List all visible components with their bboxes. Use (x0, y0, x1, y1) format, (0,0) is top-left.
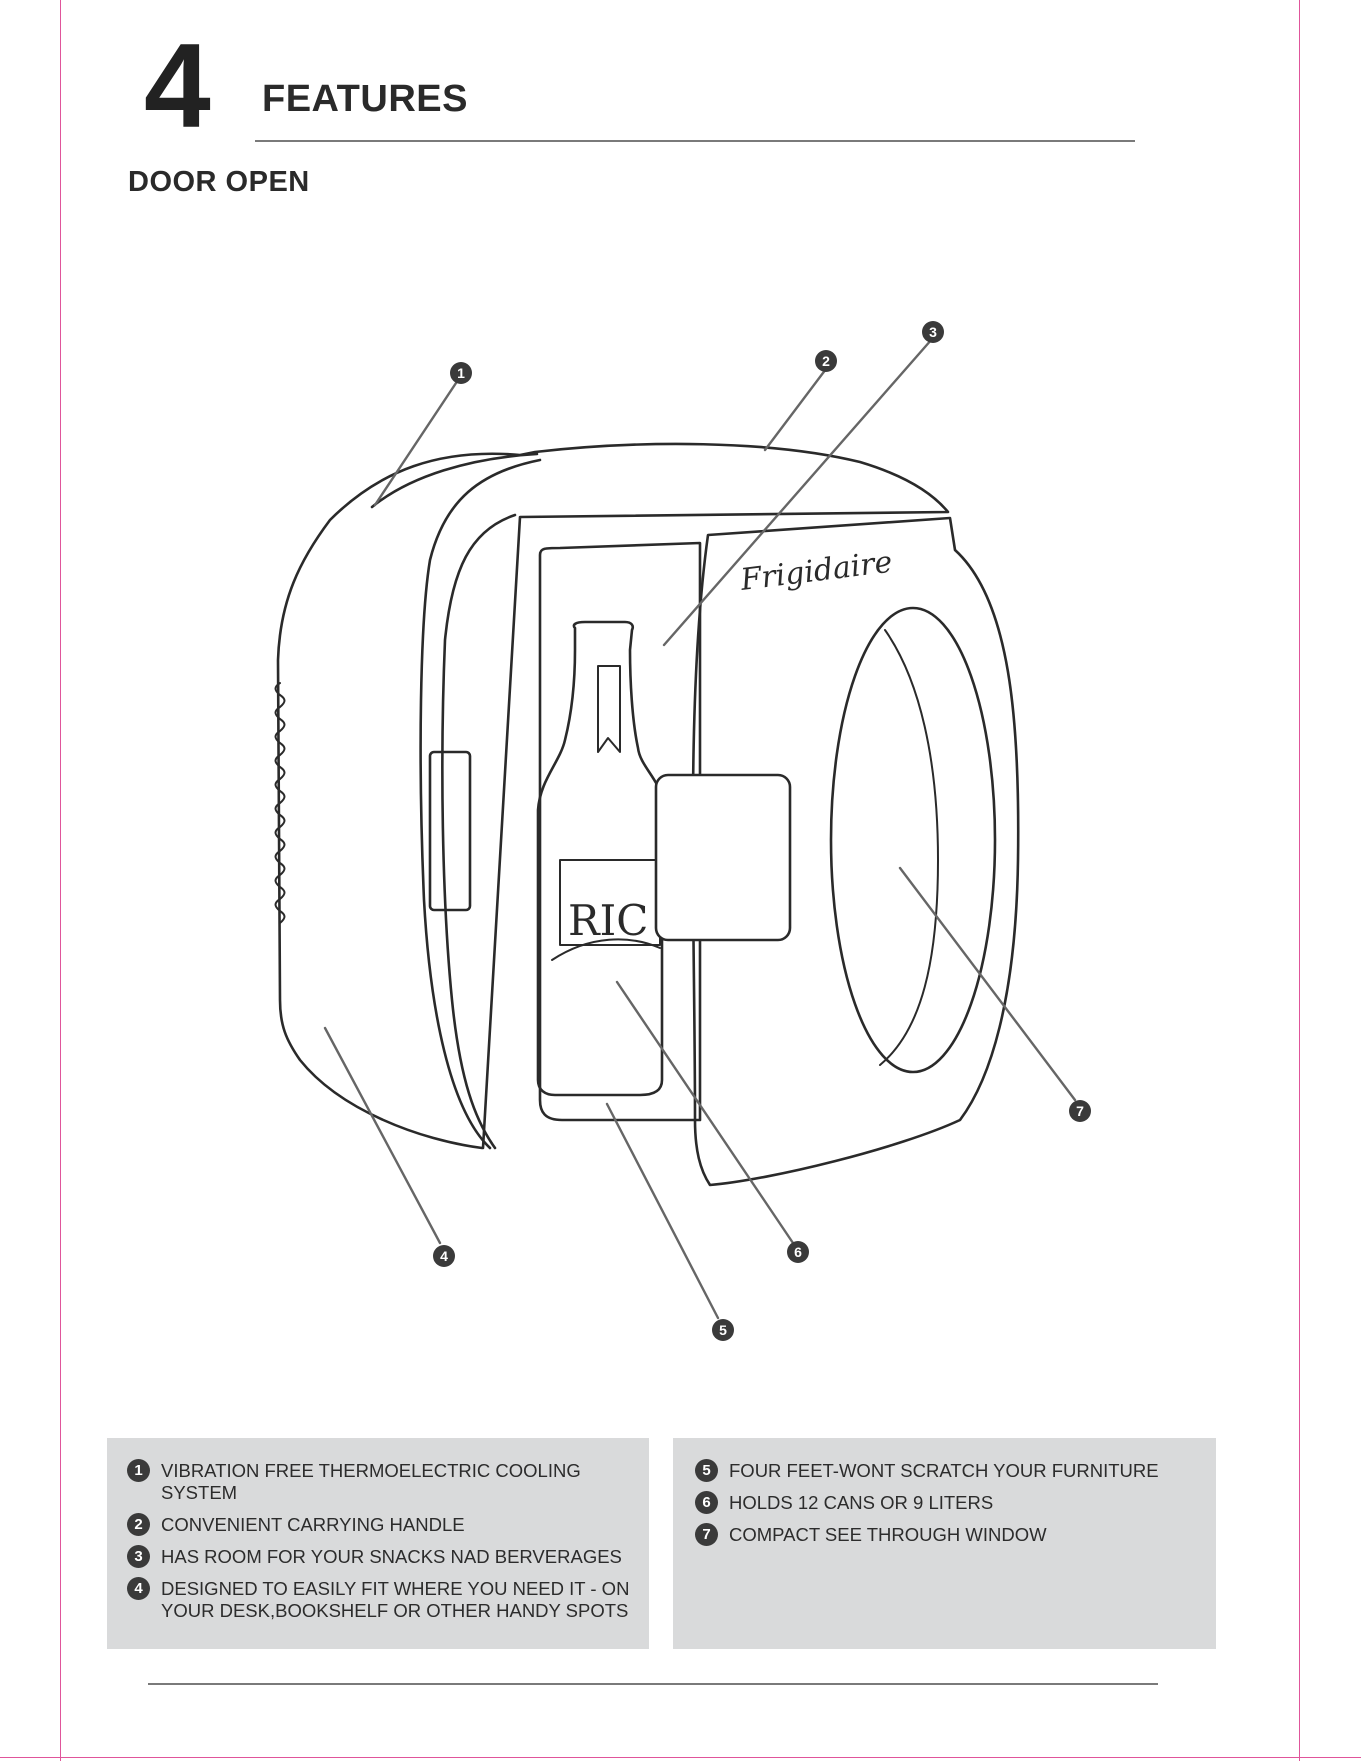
callout-6: 6 (787, 1241, 809, 1263)
carry-handle (370, 452, 539, 509)
feature-badge: 2 (127, 1513, 150, 1536)
bottle-label (559, 859, 661, 946)
fridge-body (276, 442, 950, 1150)
trim-line-right (1299, 0, 1300, 1761)
callout-1: 1 (450, 362, 472, 384)
trim-line-bottom (0, 1757, 1361, 1758)
side-grille (274, 682, 286, 924)
svg-text:1: 1 (457, 365, 465, 381)
svg-text:5: 5 (719, 1322, 727, 1338)
feature-text: CONVENIENT CARRYING HANDLE (161, 1514, 465, 1535)
section-number: 4 (144, 19, 211, 153)
feature-item-7: 7 COMPACT SEE THROUGH WINDOW (695, 1523, 1206, 1546)
door-handle (654, 773, 792, 942)
feature-item-2: 2 CONVENIENT CARRYING HANDLE (127, 1513, 639, 1536)
feature-text: HAS ROOM FOR YOUR SNACKS NAD BERVERAGES (161, 1546, 622, 1567)
svg-text:7: 7 (1076, 1103, 1084, 1119)
side-latch (428, 750, 472, 912)
feature-item-5: 5 FOUR FEET-WONT SCRATCH YOUR FURNITURE (695, 1459, 1206, 1482)
feature-text: COMPACT SEE THROUGH WINDOW (729, 1524, 1047, 1545)
feature-text: DESIGNED TO EASILY FIT WHERE YOU NEED IT… (161, 1578, 630, 1621)
leader-line-3 (662, 337, 934, 647)
svg-text:4: 4 (440, 1248, 448, 1264)
feature-text: FOUR FEET-WONT SCRATCH YOUR FURNITURE (729, 1460, 1159, 1481)
svg-text:3: 3 (929, 324, 937, 340)
feature-badge: 6 (695, 1491, 718, 1514)
bottle-label-text: RIC (568, 896, 648, 945)
callout-2: 2 (815, 350, 837, 372)
footer-divider (148, 1683, 1158, 1685)
trim-line-left (60, 0, 61, 1761)
features-panel-right: 5 FOUR FEET-WONT SCRATCH YOUR FURNITURE … (673, 1438, 1216, 1649)
svg-text:6: 6 (794, 1244, 802, 1260)
callout-7: 7 (1069, 1100, 1091, 1122)
feature-item-3: 3 HAS ROOM FOR YOUR SNACKS NAD BERVERAGE… (127, 1545, 639, 1568)
feature-badge: 1 (127, 1459, 150, 1482)
brand-logo: Frigidaire (738, 545, 894, 598)
callout-5: 5 (712, 1319, 734, 1341)
leader-line-7 (898, 866, 1077, 1102)
section-title: FEATURES (262, 78, 468, 120)
leader-line-5 (605, 1102, 720, 1320)
wine-bottle (536, 620, 664, 1097)
title-divider (255, 140, 1135, 142)
fridge-diagram: Frigidaire RIC 1 2 3 4 5 (274, 321, 1091, 1341)
feature-item-4: 4 DESIGNED TO EASILY FIT WHERE YOU NEED … (127, 1577, 639, 1622)
subsection-title: DOOR OPEN (128, 166, 310, 198)
feature-item-6: 6 HOLDS 12 CANS OR 9 LITERS (695, 1491, 1206, 1514)
features-panel-left: 1 VIBRATION FREE THERMOELECTRIC COOLING … (107, 1438, 649, 1649)
svg-text:2: 2 (822, 353, 830, 369)
feature-badge: 4 (127, 1577, 150, 1600)
leader-line-4 (323, 1026, 442, 1245)
door-window (829, 606, 997, 1074)
inner-cabinet (538, 541, 702, 1122)
leader-line-6 (615, 980, 795, 1245)
feature-badge: 3 (127, 1545, 150, 1568)
callout-3: 3 (922, 321, 944, 343)
feature-badge: 7 (695, 1523, 718, 1546)
feature-item-1: 1 VIBRATION FREE THERMOELECTRIC COOLING … (127, 1459, 639, 1504)
leader-line-2 (763, 367, 828, 452)
callout-4: 4 (433, 1245, 455, 1267)
feature-badge: 5 (695, 1459, 718, 1482)
feature-text: HOLDS 12 CANS OR 9 LITERS (729, 1492, 994, 1513)
leader-line-1 (373, 378, 460, 507)
front-rim (419, 458, 542, 1150)
feature-text: VIBRATION FREE THERMOELECTRIC COOLING SY… (161, 1460, 581, 1503)
